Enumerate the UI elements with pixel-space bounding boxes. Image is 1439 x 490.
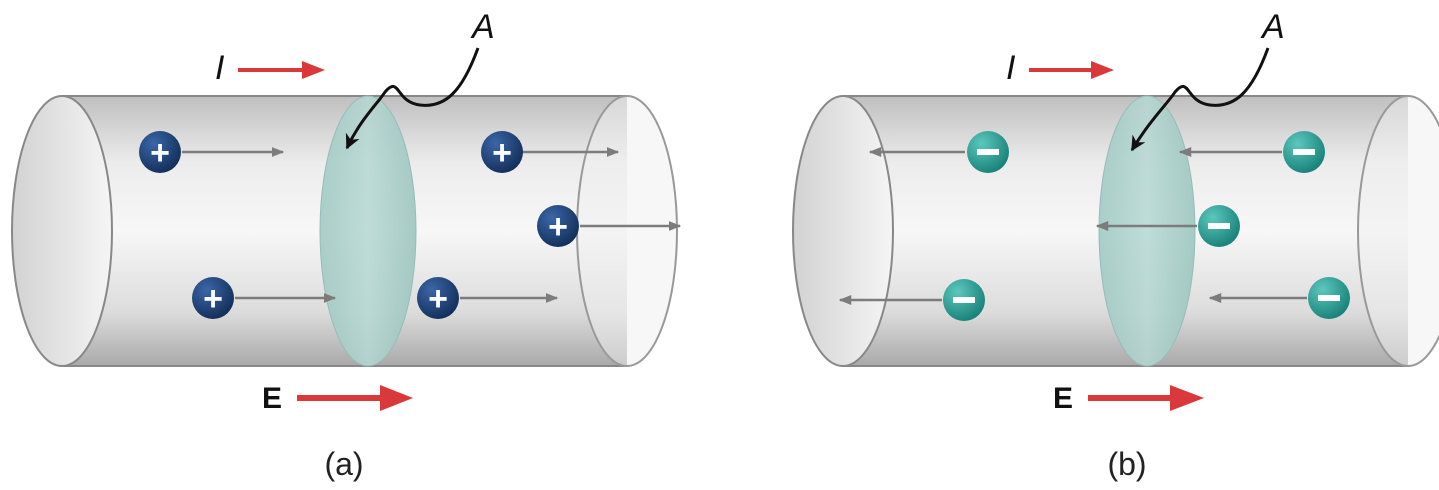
area-pointer-a	[345, 47, 480, 150]
caption-b: (b)	[1107, 446, 1146, 482]
field-arrow-a	[297, 385, 413, 411]
positive-charge: +	[192, 277, 234, 319]
svg-text:+: +	[492, 134, 512, 172]
svg-text:+: +	[428, 280, 448, 318]
negative-charge	[1283, 131, 1325, 173]
positive-charge: +	[481, 131, 523, 173]
negative-charge	[943, 279, 985, 321]
positive-charge: +	[537, 205, 579, 247]
negative-charge	[1198, 205, 1240, 247]
svg-text:+: +	[203, 280, 223, 318]
cross-section-b	[1098, 95, 1196, 367]
svg-text:+: +	[548, 208, 568, 246]
field-arrow-b	[1088, 385, 1204, 411]
velocity-arrows-a	[182, 147, 682, 303]
positive-charges-a: + + + + +	[139, 131, 579, 319]
negative-charges-b	[943, 131, 1350, 321]
panel-a: + + + + + I A	[11, 8, 682, 482]
current-label-a: I	[215, 49, 225, 87]
negative-charge	[1308, 277, 1350, 319]
velocity-arrows-b	[838, 147, 1307, 305]
area-label-a: A	[470, 8, 495, 46]
cross-section-a	[319, 95, 417, 367]
area-pointer-b	[1130, 47, 1270, 152]
current-arrow-a	[238, 61, 325, 79]
svg-text:+: +	[150, 134, 170, 172]
positive-charge: +	[417, 277, 459, 319]
positive-charge: +	[139, 131, 181, 173]
field-label-b: E	[1053, 382, 1073, 415]
current-arrow-b	[1029, 61, 1114, 79]
area-label-b: A	[1260, 8, 1285, 46]
caption-a: (a)	[324, 446, 363, 482]
field-label-a: E	[262, 382, 282, 415]
current-label-b: I	[1006, 49, 1016, 87]
panel-b: I A E (b)	[792, 8, 1439, 482]
negative-charge	[967, 131, 1009, 173]
